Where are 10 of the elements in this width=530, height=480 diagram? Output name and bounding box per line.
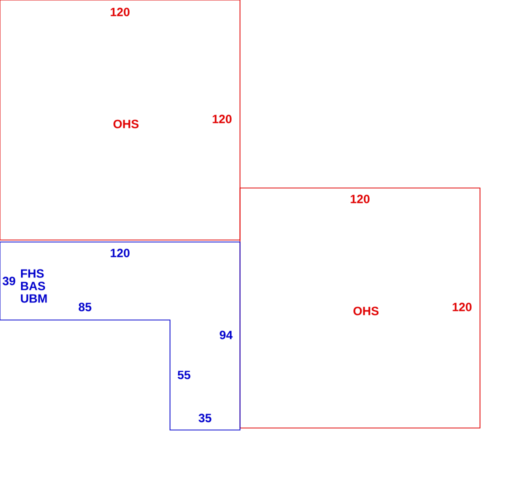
dimension-label: 120 [110,248,130,258]
dimension-label: 35 [198,414,212,422]
dimension-label: 55 [178,370,190,380]
dimension-label: 120 [452,302,472,312]
dimension-label: 120 [350,194,370,204]
dimension-label: 120 [110,8,130,16]
dimension-label: 39 [2,276,16,286]
dimension-label: 120 [212,114,232,124]
dimension-label: 85 [78,302,92,312]
dimension-label: 94 [220,330,233,340]
